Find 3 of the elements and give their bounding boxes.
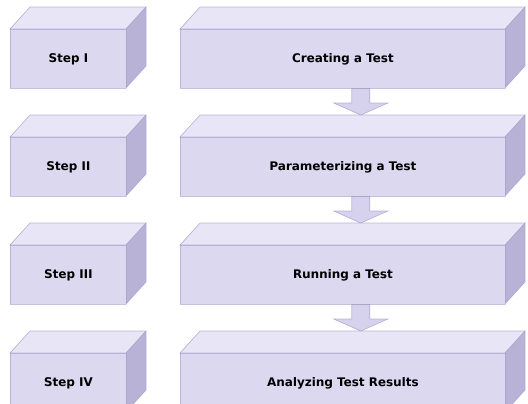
arrow: [332, 196, 390, 224]
arrow: [332, 88, 390, 116]
arrow: [332, 304, 390, 332]
